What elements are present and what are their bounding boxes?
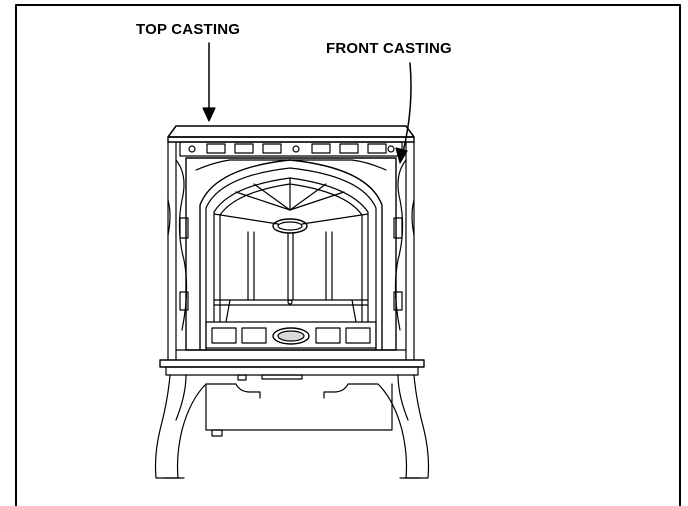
base-ledge — [159, 349, 425, 381]
top-casting — [167, 125, 415, 143]
top-casting-arrow — [202, 42, 216, 122]
pedestal — [205, 383, 393, 437]
door-grid — [213, 177, 369, 323]
right-side-panel — [393, 141, 415, 361]
front-casting-arrow — [395, 62, 412, 164]
top-casting-label: TOP CASTING — [136, 21, 241, 38]
right-leg — [323, 374, 430, 479]
border-frame — [15, 4, 681, 506]
left-leg — [154, 374, 261, 479]
left-side-panel — [167, 141, 189, 361]
front-casting — [185, 157, 397, 351]
front-casting-label: FRONT CASTING — [326, 40, 452, 57]
ash-lip — [205, 321, 377, 349]
vent-band — [179, 141, 403, 157]
